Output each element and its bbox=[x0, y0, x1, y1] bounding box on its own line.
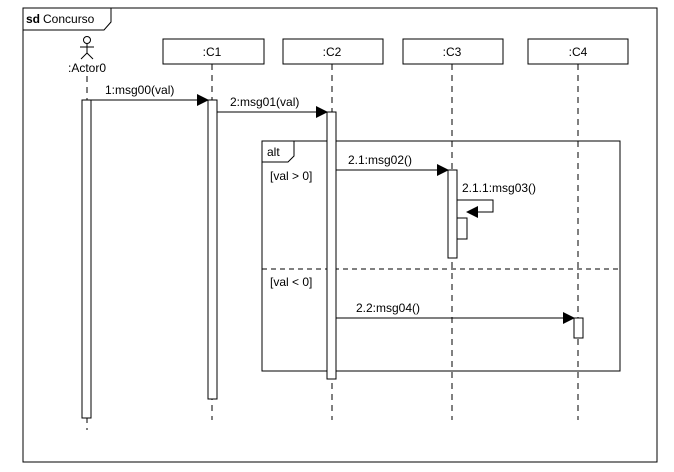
message-msg02: 2.1:msg02() bbox=[336, 153, 449, 176]
lifeline-c4-activation-bar bbox=[573, 317, 584, 339]
message-msg04-label: 2.2:msg04() bbox=[356, 301, 420, 315]
alt-guard-2: [val < 0] bbox=[270, 275, 312, 289]
alt-guard-1: [val > 0] bbox=[270, 169, 312, 183]
lifeline-c2-activation-bar bbox=[326, 111, 337, 380]
alt-operator-label: alt bbox=[267, 145, 280, 159]
lifeline-c4-head bbox=[527, 38, 629, 65]
lifeline-c1-activation-bar bbox=[207, 99, 218, 400]
message-msg02-label: 2.1:msg02() bbox=[348, 153, 412, 167]
lifeline-c3-name: :C3 bbox=[443, 45, 462, 59]
diagram-frame: sd Concurso bbox=[22, 7, 658, 463]
lifeline-c1: :C1 bbox=[162, 38, 265, 420]
lifeline-c3-head bbox=[402, 38, 504, 65]
actor-stick-figure-icon bbox=[80, 36, 94, 60]
message-msg04: 2.2:msg04() bbox=[336, 301, 575, 324]
message-msg00: 1:msg00(val) bbox=[91, 83, 209, 106]
lifeline-c2-head bbox=[282, 38, 384, 65]
actor-activation-bar bbox=[81, 99, 92, 419]
lifeline-c1-head bbox=[162, 38, 265, 65]
lifeline-c1-name: :C1 bbox=[203, 45, 222, 59]
lifeline-c2-name: :C2 bbox=[323, 45, 342, 59]
frame-title: Concurso bbox=[43, 12, 95, 26]
message-msg03-label: 2.1.1:msg03() bbox=[462, 181, 536, 195]
message-msg03-arrow bbox=[457, 199, 494, 218]
alt-fragment-frame bbox=[261, 140, 621, 372]
message-msg03-self-call: 2.1.1:msg03() bbox=[457, 181, 536, 218]
lifeline-c3: :C3 bbox=[402, 38, 504, 420]
frame-keyword: sd bbox=[26, 12, 40, 26]
alt-fragment: alt [val > 0] [val < 0] bbox=[261, 140, 621, 372]
frame-name-tab bbox=[23, 8, 112, 31]
actor-name: :Actor0 bbox=[68, 61, 106, 75]
alt-operator-tab bbox=[262, 141, 295, 163]
lifeline-c4: :C4 bbox=[527, 38, 629, 420]
lifeline-c4-name: :C4 bbox=[569, 45, 588, 59]
message-msg01-label: 2:msg01(val) bbox=[230, 95, 299, 109]
message-msg00-label: 1:msg00(val) bbox=[105, 83, 174, 97]
message-msg01: 2:msg01(val) bbox=[217, 95, 328, 118]
actor-actor0: :Actor0 bbox=[68, 36, 106, 430]
lifeline-c3-nested-activation-bar bbox=[456, 217, 468, 240]
lifeline-c3-activation-bar bbox=[447, 169, 458, 259]
